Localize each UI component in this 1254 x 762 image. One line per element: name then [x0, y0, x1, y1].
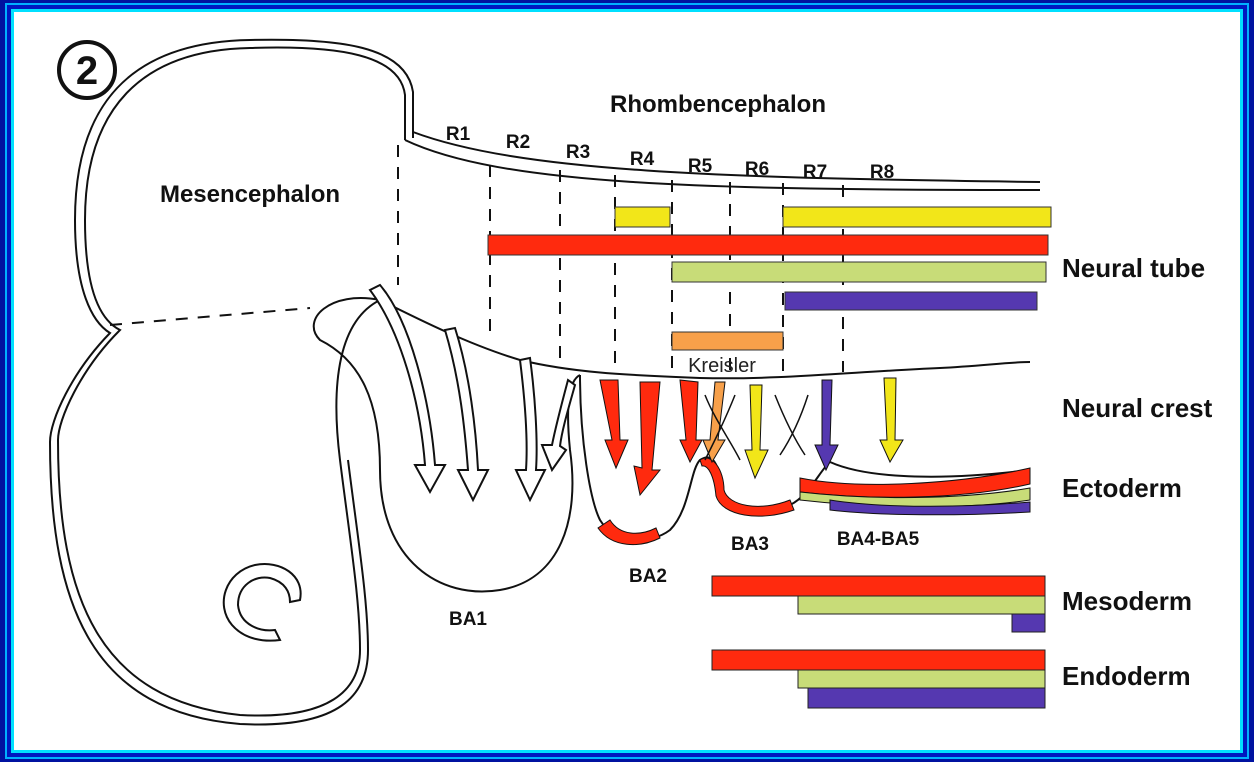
rhombomere-label-r8: R8: [870, 162, 894, 183]
mesencephalon-label: Mesencephalon: [160, 181, 340, 208]
endoderm-label: Endoderm: [1062, 661, 1191, 691]
rhombomere-label-r4: R4: [630, 149, 655, 170]
neural-tube-bars: [488, 207, 1051, 350]
figure-panel: 2: [14, 12, 1240, 750]
rhombomere-label-r1: R1: [446, 124, 471, 145]
bar-yellow-r7-r8: [783, 207, 1051, 227]
ba1-migration-arrows: [370, 285, 575, 500]
ba2-label: BA2: [629, 566, 667, 587]
endoderm-purple-bar: [808, 688, 1045, 708]
panel-number: 2: [76, 49, 98, 93]
mesoderm-red-bar: [712, 576, 1045, 596]
rhombomere-label-r2: R2: [506, 132, 530, 153]
rhombencephalon-label: Rhombencephalon: [610, 91, 826, 118]
arch-color-bands: [598, 458, 1030, 545]
ectoderm-label: Ectoderm: [1062, 473, 1182, 503]
rhombomere-label-r5: R5: [688, 156, 713, 177]
bar-purple-neural-tube: [785, 292, 1037, 310]
colored-crest-arrows: [600, 378, 903, 495]
bar-yellow-r4: [615, 207, 670, 227]
neural-tube-label: Neural tube: [1062, 253, 1205, 283]
mesoderm-label: Mesoderm: [1062, 586, 1192, 616]
mesoderm-purple-bar: [1012, 614, 1045, 632]
kreisler-label: Kreisler: [688, 355, 756, 377]
mesoderm-bars: [712, 576, 1045, 632]
rhombomere-label-r6: R6: [745, 159, 769, 180]
neural-crest-label: Neural crest: [1062, 393, 1213, 423]
ba1-label: BA1: [449, 609, 487, 630]
endoderm-green-bar: [798, 670, 1045, 688]
ba4-ba5-label: BA4-BA5: [837, 529, 920, 550]
embryo-diagram: 2: [14, 12, 1240, 750]
bar-green-neural-tube: [672, 262, 1046, 282]
rhombomere-label-r3: R3: [566, 142, 590, 163]
bar-red-neural-tube: [488, 235, 1048, 255]
bar-orange-kreisler: [672, 332, 783, 350]
endoderm-red-bar: [712, 650, 1045, 670]
rhombomere-label-r7: R7: [803, 162, 827, 183]
endoderm-bars: [712, 650, 1045, 708]
mesoderm-green-bar: [798, 596, 1045, 614]
ba3-label: BA3: [731, 534, 769, 555]
